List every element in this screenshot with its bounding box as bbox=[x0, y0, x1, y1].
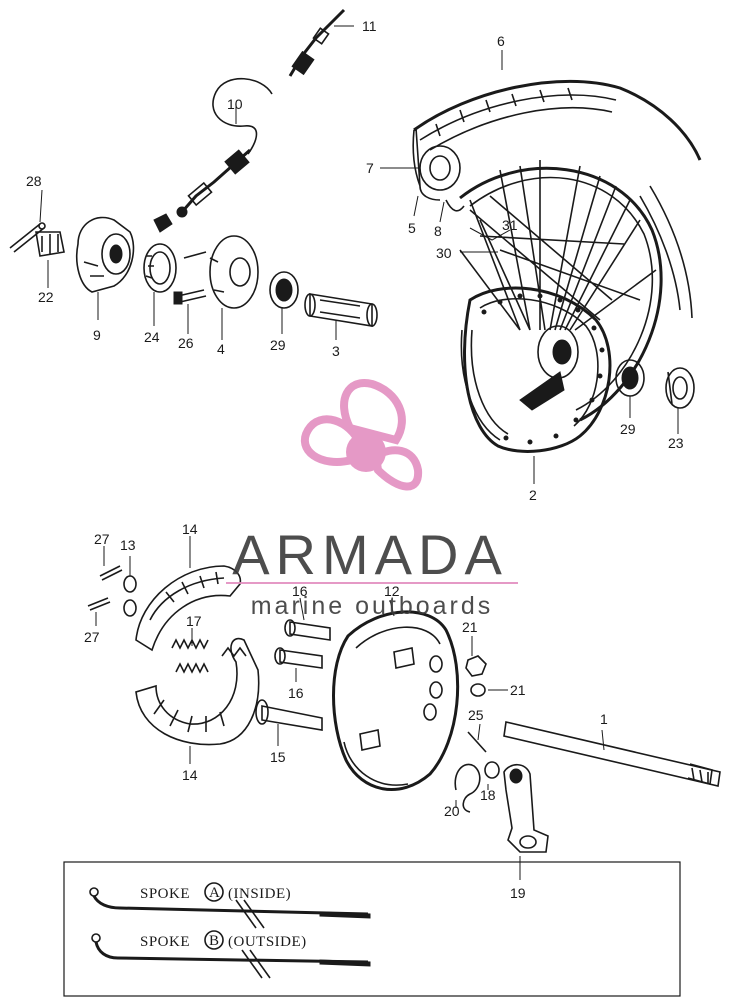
callout-5: 5 bbox=[408, 220, 416, 236]
spoke-a-prefix: SPOKE bbox=[140, 886, 190, 902]
callout-9: 9 bbox=[93, 327, 101, 343]
brake-shoes bbox=[87, 565, 260, 746]
leader-lines bbox=[39, 25, 679, 880]
callout-25: 25 bbox=[468, 707, 484, 723]
callout-29b: 29 bbox=[620, 421, 636, 437]
spoke-b-prefix: SPOKE bbox=[140, 934, 190, 950]
brake-panel bbox=[332, 610, 721, 853]
callout-21a: 21 bbox=[462, 619, 478, 635]
hub-flange-holes bbox=[481, 293, 605, 445]
brand-underline bbox=[226, 582, 518, 584]
brand-watermark: ARMADA marine outboards bbox=[226, 379, 518, 620]
callout-7: 7 bbox=[366, 160, 374, 176]
callout-13: 13 bbox=[120, 537, 136, 553]
callout-16b: 16 bbox=[288, 685, 304, 701]
callout-8: 8 bbox=[434, 223, 442, 239]
callout-11: 11 bbox=[362, 18, 377, 34]
callout-16a: 16 bbox=[292, 583, 308, 599]
spoke-a-mark: A bbox=[209, 885, 220, 901]
spoke-legend: SPOKE A (INSIDE) SPOKE B (OUTSIDE) bbox=[63, 861, 681, 997]
brand-tagline: marine outboards bbox=[251, 592, 494, 620]
callout-1: 1 bbox=[600, 711, 608, 727]
callout-21b: 21 bbox=[510, 682, 526, 698]
callout-29a: 29 bbox=[270, 337, 286, 353]
callout-4: 4 bbox=[217, 341, 225, 357]
speedometer-cable bbox=[176, 8, 346, 218]
callout-31: 31 bbox=[502, 217, 518, 233]
callout-27a: 27 bbox=[94, 531, 110, 547]
callout-12: 12 bbox=[384, 583, 400, 599]
callout-26: 26 bbox=[178, 335, 194, 351]
callout-6: 6 bbox=[497, 33, 505, 49]
callout-28: 28 bbox=[26, 173, 42, 189]
spoke-a-suffix: (INSIDE) bbox=[228, 886, 291, 902]
callout-2: 2 bbox=[529, 487, 537, 503]
callout-14b: 14 bbox=[182, 767, 198, 783]
propeller-logo-icon bbox=[300, 379, 423, 491]
callout-18: 18 bbox=[480, 787, 496, 803]
callout-20: 20 bbox=[444, 803, 460, 819]
callout-30: 30 bbox=[436, 245, 452, 261]
brand-name: ARMADA bbox=[232, 523, 508, 586]
callout-22: 22 bbox=[38, 289, 54, 305]
speedometer-gearbox bbox=[9, 213, 378, 327]
callout-24: 24 bbox=[144, 329, 160, 345]
callout-10: 10 bbox=[227, 96, 243, 112]
wheel-spokes bbox=[459, 160, 657, 331]
callout-numbers: 11 10 6 7 5 8 31 30 28 22 9 24 26 4 29 3… bbox=[26, 18, 684, 901]
brake-pivots bbox=[255, 619, 331, 731]
callout-19: 19 bbox=[510, 885, 526, 901]
callout-23: 23 bbox=[668, 435, 684, 451]
wheel-assembly bbox=[412, 79, 702, 453]
spoke-b-suffix: (OUTSIDE) bbox=[228, 934, 307, 950]
callout-3: 3 bbox=[332, 343, 340, 359]
callout-14a: 14 bbox=[182, 521, 198, 537]
callout-27b: 27 bbox=[84, 629, 100, 645]
spoke-b-mark: B bbox=[209, 933, 220, 949]
callout-17: 17 bbox=[186, 613, 202, 629]
callout-15: 15 bbox=[270, 749, 286, 765]
